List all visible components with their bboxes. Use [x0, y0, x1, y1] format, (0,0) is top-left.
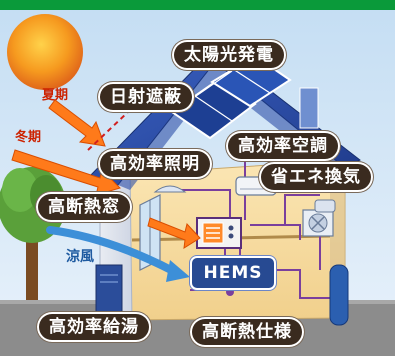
- ventilation-fan-icon: [302, 199, 336, 237]
- storage-tank-icon: [329, 264, 349, 326]
- label-sunshade: 日射遮蔽: [98, 82, 194, 112]
- top-band: [0, 0, 395, 10]
- label-hems: HEMS: [190, 256, 276, 290]
- window-icon: [139, 194, 161, 271]
- ceiling-light-icon: [153, 185, 187, 193]
- hems-controller-icon: [196, 217, 242, 249]
- label-efficient-ac: 高効率空調: [226, 131, 340, 161]
- sunlight-arrow-summer: [48, 99, 106, 147]
- label-ventilation: 省エネ換気: [259, 162, 373, 192]
- label-solar: 太陽光発電: [172, 40, 286, 70]
- sun-icon: [7, 14, 83, 90]
- water-heater-icon: [95, 264, 123, 318]
- label-insulated-window: 高断熱窓: [36, 192, 132, 222]
- label-efficient-lighting: 高効率照明: [98, 149, 212, 179]
- label-insulation-spec: 高断熱仕様: [190, 317, 304, 347]
- breeze-arrow-icon: [46, 226, 190, 282]
- sunlight-arrow-indoor: [147, 217, 201, 249]
- label-efficient-water-heater: 高効率給湯: [37, 312, 151, 342]
- label-winter: 冬期: [15, 130, 42, 145]
- sunshade-line: [87, 111, 129, 151]
- label-summer: 夏期: [42, 88, 69, 103]
- sunlight-arrow-winter: [11, 149, 121, 196]
- label-cool-breeze: 涼風: [66, 249, 94, 265]
